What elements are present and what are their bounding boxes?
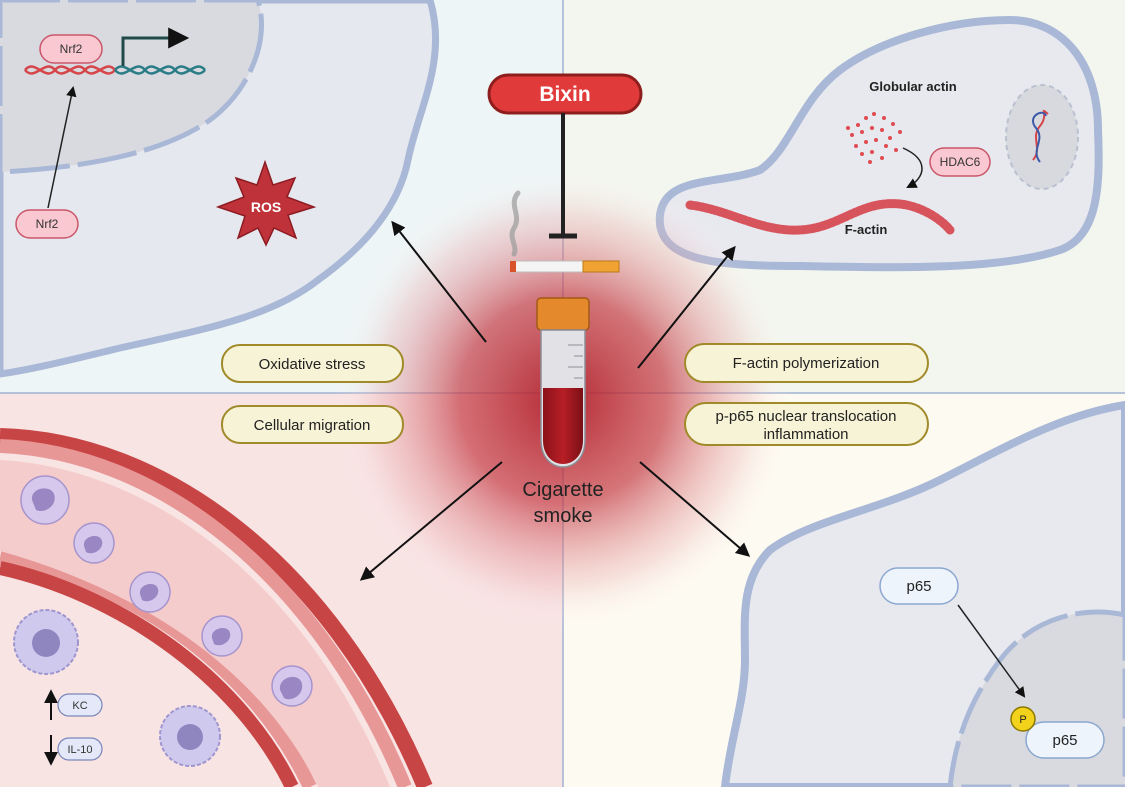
p65-nucleus-pill: [1025, 721, 1105, 759]
nrf2-nucleus-pill: [39, 34, 103, 64]
nucleus-top-right: [1005, 84, 1079, 190]
hdac6-pill: [929, 147, 991, 177]
transcription-arrow: [121, 27, 190, 66]
nrf2-cytoplasm-pill: [15, 209, 79, 239]
nrf2-nucleus-label: Nrf2: [60, 42, 83, 56]
p65-inflammation-line1: p-p65 nuclear translocation: [716, 408, 897, 425]
phosphate-label: P: [1019, 714, 1026, 726]
kc-pill: [57, 693, 103, 717]
globular-actin-dots: [846, 112, 902, 164]
cigarette-smoke-line1: Cigarette: [522, 479, 603, 501]
globular-actin-label: Globular actin: [869, 79, 956, 94]
p65-inflammation-line2: inflammation: [763, 426, 848, 443]
p65-inflammation-pill: [684, 402, 929, 446]
dna-icon-top-right: [1032, 109, 1049, 163]
nrf2-translocation-arrow: [47, 85, 77, 209]
macrophages: [13, 609, 221, 767]
leukocyte-nuclei: [31, 488, 303, 700]
phosphate-icon: [1010, 706, 1036, 732]
sample-tube-icon: [536, 297, 590, 468]
arrow-to-bottom-left: [359, 461, 503, 581]
hdac6-arrow: [902, 147, 923, 188]
kc-label: KC: [72, 700, 87, 712]
oxidative-stress-label: Oxidative stress: [259, 356, 366, 373]
cellular-migration-label: Cellular migration: [254, 417, 371, 434]
dna-helix: [24, 65, 206, 75]
cell-top-right: [655, 15, 1103, 272]
f-actin-filament: [685, 199, 955, 235]
ros-label: ROS: [251, 199, 281, 215]
il10-pill: [57, 737, 103, 761]
cellular-migration-pill: [221, 405, 404, 444]
p65-translocation-arrow: [957, 604, 1026, 698]
ros-burst-icon: [215, 159, 317, 247]
cigarette-icon: [509, 190, 620, 273]
p65-cytoplasm-label: p65: [906, 578, 931, 595]
p65-cytoplasm-pill: [879, 567, 959, 605]
arrow-to-top-left: [391, 220, 487, 343]
arrow-to-top-right: [637, 245, 736, 369]
f-actin-label: F-actin: [845, 222, 888, 237]
cigarette-smoke-line2: smoke: [534, 505, 593, 527]
factin-polymerization-pill: [684, 343, 929, 383]
p65-nucleus-label: p65: [1052, 732, 1077, 749]
leukocytes-in-vessel: [20, 475, 313, 707]
il10-label: IL-10: [67, 744, 92, 756]
bixin-label: Bixin: [539, 83, 590, 106]
hdac6-label: HDAC6: [940, 155, 981, 169]
nrf2-cytoplasm-label: Nrf2: [36, 217, 59, 231]
factin-polymerization-label: F-actin polymerization: [733, 355, 880, 372]
oxidative-stress-pill: [221, 344, 404, 383]
arrow-to-bottom-right: [639, 461, 751, 557]
